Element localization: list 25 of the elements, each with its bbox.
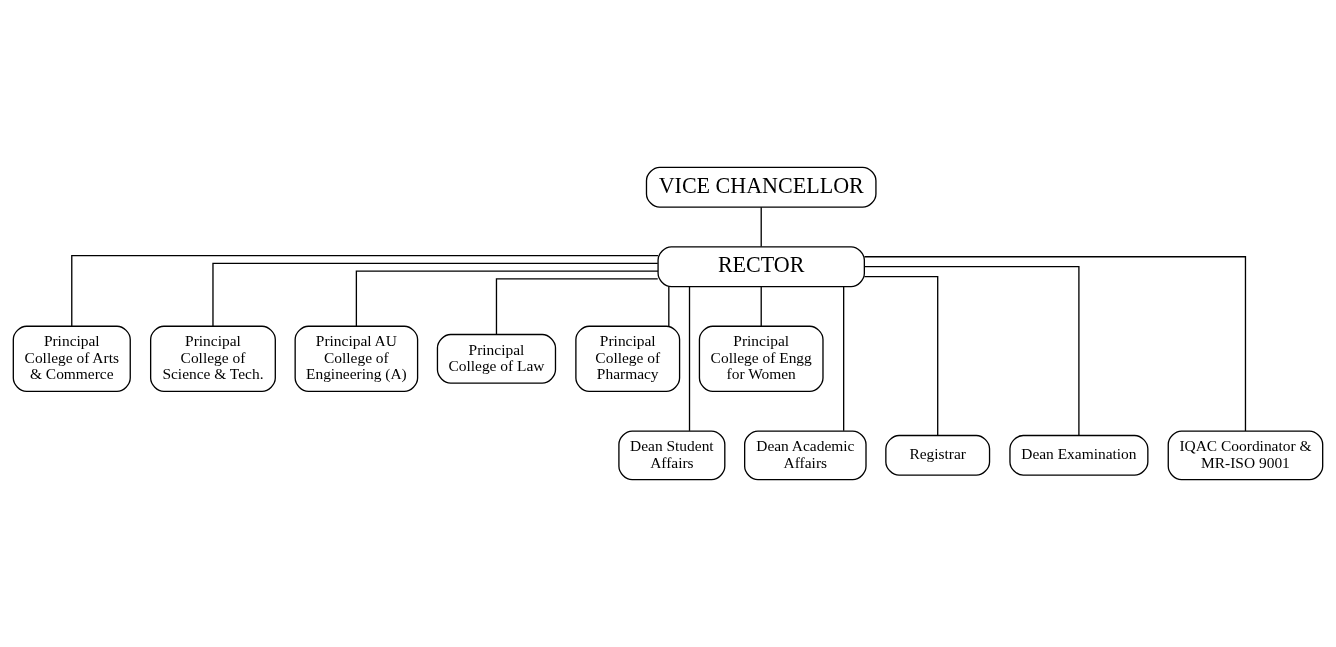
connector: [843, 286, 845, 432]
connector: [688, 286, 691, 432]
node-box: Dean Student Affairs: [618, 430, 726, 481]
connector: [71, 255, 659, 327]
connector: [495, 278, 659, 336]
node-box: Principal College of Law: [436, 333, 557, 384]
connector: [760, 286, 762, 327]
connector: [863, 275, 939, 436]
node-box: Principal College of Engg for Women: [698, 325, 824, 392]
node-box: Principal College of Pharmacy: [575, 325, 681, 392]
connector: [863, 266, 1080, 436]
node-box: Principal College of Arts & Commerce: [12, 325, 131, 392]
connector: [760, 206, 762, 248]
node-box: IQAC Coordinator & MR-ISO 9001: [1167, 430, 1324, 481]
node-box: Registrar: [885, 434, 991, 476]
node-box: VICE CHANCELLOR: [645, 166, 877, 208]
connector: [212, 262, 659, 327]
node-box: Dean Examination: [1009, 434, 1149, 476]
node-box: Principal AU College of Engineering (A): [294, 325, 419, 392]
connector: [863, 256, 1247, 432]
node-box: Dean Academic Affairs: [744, 430, 867, 481]
node-box: RECTOR: [657, 246, 865, 288]
node-box: Principal College of Science & Tech.: [150, 325, 276, 392]
connector: [355, 270, 659, 327]
connector: [668, 286, 670, 327]
